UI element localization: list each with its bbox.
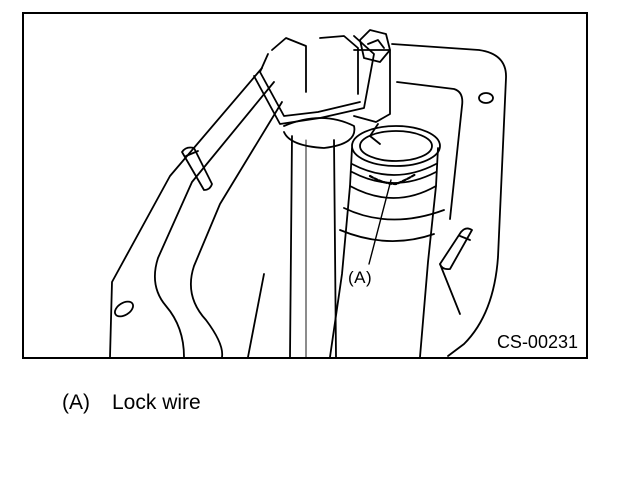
plate-inner-edge	[396, 81, 464, 220]
spider-block	[353, 49, 391, 123]
left-frame-outer	[109, 67, 263, 357]
technical-illustration: (A) CS-00231	[22, 12, 588, 359]
boot-top-rim	[351, 125, 441, 167]
left-frame-rib	[190, 101, 283, 357]
figure-code: CS-00231	[496, 331, 578, 353]
legend-marker: (A)	[62, 391, 90, 414]
boot-lower-left	[329, 185, 351, 357]
left-pin	[181, 146, 213, 191]
yoke-bracket	[253, 35, 375, 125]
lock-wire-drawing	[109, 29, 507, 357]
legend-text: Lock wire	[112, 391, 201, 414]
frame-hole	[114, 300, 134, 318]
right-pin	[439, 227, 473, 271]
yoke-right-arm	[319, 35, 359, 95]
callout-label-a: (A)	[347, 268, 374, 288]
shaft-collar	[283, 117, 356, 149]
yoke-left-arm	[271, 37, 307, 93]
lock-wire	[368, 172, 418, 186]
boot-lower-right	[419, 185, 437, 357]
base-plate	[391, 43, 507, 357]
main-shaft-left	[289, 135, 293, 357]
callout-leader	[368, 179, 392, 265]
plate-hole	[478, 92, 494, 104]
left-frame-inner	[154, 81, 275, 357]
legend-item: (A) Lock wire	[62, 390, 201, 416]
boot-body	[349, 147, 439, 199]
